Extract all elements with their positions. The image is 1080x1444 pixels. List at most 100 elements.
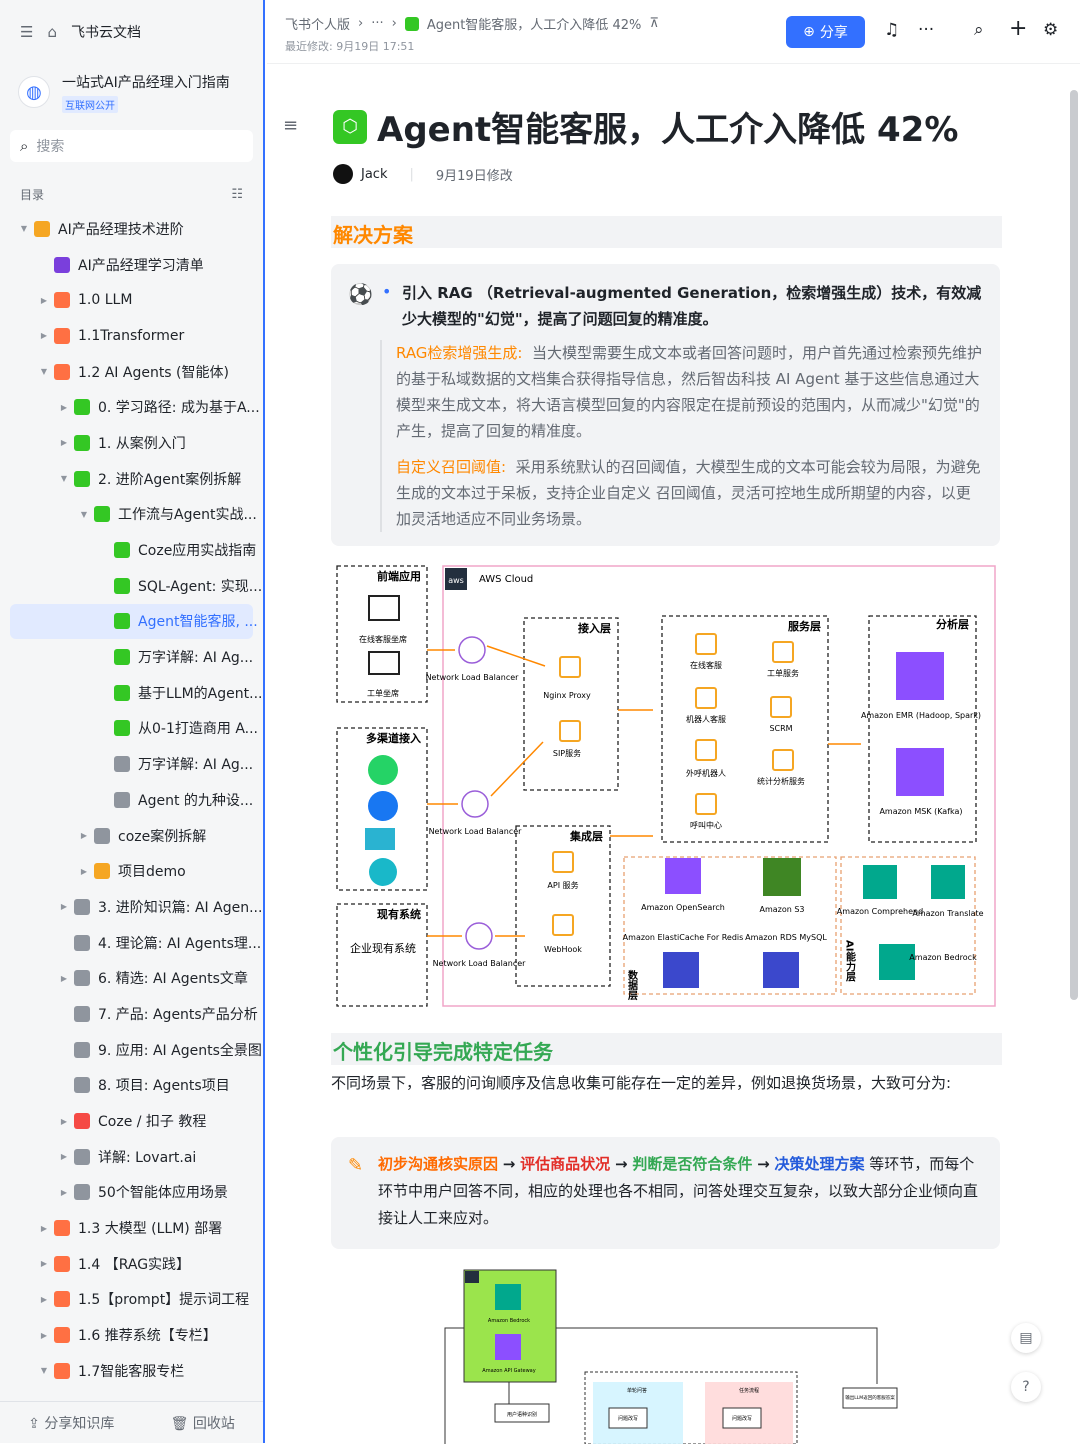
tree-item[interactable]: Agent 的九种设... <box>0 782 263 818</box>
tree-item[interactable]: 万字详解: AI Ag... <box>0 746 263 782</box>
settings-icon[interactable]: ⚙ <box>1043 20 1059 40</box>
doc-cube-icon: ⬡ <box>333 109 367 144</box>
trash-button[interactable]: 🗑 回收站 <box>171 1413 235 1433</box>
chevron-right-icon[interactable]: ▶ <box>60 438 68 448</box>
tree-item-label: AI产品经理学习清单 <box>78 257 204 274</box>
chevron-right-icon[interactable]: ▶ <box>40 331 48 341</box>
tree-item-label: 工作流与Agent实战... <box>118 507 257 524</box>
tree-item[interactable]: ▶coze案例拆解 <box>0 818 263 854</box>
tree-item[interactable]: ▶1.3 大模型 (LLM) 部署 <box>0 1210 263 1246</box>
tree-item[interactable]: ▶ 6. 精选: AI Agents文章 <box>0 960 263 996</box>
toc-options-icon[interactable]: ☷ <box>231 186 243 202</box>
single-qa-label: 单轮问答 <box>627 1387 647 1394</box>
bell-icon[interactable]: ♫ <box>884 20 900 40</box>
avatar[interactable] <box>333 164 353 184</box>
breadcrumb-more[interactable]: ··· <box>371 16 384 31</box>
chevron-right-icon[interactable]: ▶ <box>60 402 68 412</box>
tree-item[interactable]: 7. 产品: Agents产品分析 <box>0 996 263 1032</box>
share-knowledge-base-label: 分享知识库 <box>44 1415 115 1432</box>
doc-icon <box>114 577 130 594</box>
comprehend-label: Amazon Comprehend <box>837 907 923 916</box>
tree-item[interactable]: SQL-Agent: 实现... <box>0 568 263 604</box>
ticket-seat-label: 工单坐席 <box>367 688 399 698</box>
document: ≡ ⬡ Agent智能客服，人工介入降低 42% Jack | 9月19日修改 … <box>267 64 1067 1444</box>
tree-item[interactable]: ▶1.4 【RAG实践】 <box>0 1246 263 1282</box>
tree-item[interactable]: 8. 项目: Agents项目 <box>0 1068 263 1104</box>
tree-item[interactable]: ▶1.5【prompt】提示词工程 <box>0 1282 263 1318</box>
chevron-right-icon[interactable]: ▶ <box>80 831 88 841</box>
tree-item[interactable]: 9. 应用: AI Agents全景图 <box>0 1032 263 1068</box>
app-name[interactable]: 飞书云文档 <box>70 25 141 41</box>
tree-item[interactable]: ▼1.7智能客服专栏 <box>0 1353 263 1389</box>
author-name[interactable]: Jack <box>361 166 388 182</box>
tree-item[interactable]: ▶3. 进阶知识篇: AI Agen... <box>0 889 263 925</box>
tree-item-label: 6. 精选: AI Agents文章 <box>98 971 248 988</box>
home-icon[interactable]: ⌂ <box>47 23 57 41</box>
tree-item[interactable]: 4. 理论篇: AI Agents理... <box>0 925 263 961</box>
tree-item[interactable]: ▶1.1Transformer <box>0 318 263 354</box>
tree-item-label: 7. 产品: Agents产品分析 <box>98 1006 258 1023</box>
search-input[interactable]: ⌕ 搜索 <box>10 130 253 162</box>
rds-icon <box>763 952 799 988</box>
doc-icon <box>74 399 90 416</box>
tree-item[interactable]: 基于LLM的Agent... <box>0 675 263 711</box>
translate-label: Amazon Translate <box>912 909 983 918</box>
outline-icon[interactable]: ≡ <box>283 115 299 136</box>
share-button[interactable]: ⊕ 分享 <box>786 16 865 48</box>
doc-info-icon[interactable]: ▤ <box>1011 1323 1041 1353</box>
share-knowledge-base-button[interactable]: ⇪ 分享知识库 <box>28 1413 114 1433</box>
doc-icon <box>54 1291 70 1308</box>
workflow-diagram[interactable]: Amazon Bedrock Amazon API Gateway 用户语种识别… <box>437 1264 907 1444</box>
scrollbar[interactable] <box>1067 64 1080 1443</box>
collapse-sidebar-icon[interactable]: ☰ <box>20 23 34 41</box>
chevron-right-icon[interactable]: ▶ <box>60 1187 68 1197</box>
scrollbar-thumb[interactable] <box>1070 90 1078 1000</box>
tree-item[interactable]: ▶0. 学习路径: 成为基于A... <box>0 389 263 425</box>
tree-item[interactable]: Coze应用实战指南 <box>0 532 263 568</box>
tree-item[interactable]: ▼AI产品经理技术进阶 <box>0 211 263 247</box>
chevron-right-icon[interactable]: ▶ <box>60 902 68 912</box>
flow-rest: 等环节，而每个环节中用户回答不同，相应的处理也各不相同，问答处理交互复杂，以致大… <box>378 1155 979 1227</box>
chevron-down-icon[interactable]: ▼ <box>20 224 28 234</box>
knowledge-base-header[interactable]: ◍ 一站式AI产品经理入门指南 互联网公开 <box>0 64 263 120</box>
breadcrumb-current[interactable]: Agent智能客服，人工介入降低 42% <box>426 18 642 33</box>
tree-item[interactable]: ▶1. 从案例入门 <box>0 425 263 461</box>
tree-item[interactable]: ▶50个智能体应用场景 <box>0 1175 263 1211</box>
tree-item[interactable]: ▼2. 进阶Agent案例拆解 <box>0 461 263 497</box>
tree-item[interactable]: Agent智能客服, ... <box>10 603 258 640</box>
tree-item[interactable]: ▶详解: Lovart.ai <box>0 1139 263 1175</box>
tree-item-label: 1.0 LLM <box>78 292 133 309</box>
tree-item[interactable]: ▼ 工作流与Agent实战... <box>0 497 263 533</box>
chevron-right-icon[interactable]: ▶ <box>40 1330 48 1340</box>
chevron-right-icon[interactable]: ▶ <box>60 1152 68 1162</box>
chevron-right-icon[interactable]: ▶ <box>60 1116 68 1126</box>
flow-text: 初步沟通核实原因 → 评估商品状况 → 判断是否符合条件 → 决策处理方案 等环… <box>378 1151 983 1232</box>
tree-item[interactable]: 从0-1打造商用 A... <box>0 711 263 747</box>
tree-item[interactable]: AI产品经理学习清单 <box>0 247 263 283</box>
tree-item[interactable]: ▶ 1.0 LLM <box>0 282 263 318</box>
chevron-right-icon[interactable]: ▶ <box>40 1259 48 1269</box>
share-icon: ⇪ <box>28 1415 40 1432</box>
chevron-right-icon[interactable]: ▶ <box>60 973 68 983</box>
chevron-down-icon[interactable]: ▼ <box>40 1366 48 1376</box>
tree-item[interactable]: ▶项目demo <box>0 853 263 889</box>
architecture-diagram[interactable]: aws AWS Cloud 前端应用 在线客服坐席 工单坐席 多渠道接入 现有系… <box>331 560 1001 1012</box>
chevron-down-icon[interactable]: ▼ <box>40 367 48 377</box>
add-icon[interactable]: + <box>1009 16 1028 41</box>
pin-icon[interactable]: ⊼ <box>649 16 659 31</box>
help-icon[interactable]: ? <box>1011 1372 1041 1402</box>
chevron-right-icon[interactable]: ▶ <box>40 295 48 305</box>
tree-item[interactable]: ▶Coze / 扣子 教程 <box>0 1103 263 1139</box>
chevron-down-icon[interactable]: ▼ <box>60 474 68 484</box>
search-icon[interactable]: ⌕ <box>974 20 984 40</box>
breadcrumb-root[interactable]: 飞书个人版 <box>285 18 351 33</box>
chevron-down-icon[interactable]: ▼ <box>80 509 88 519</box>
tree-item[interactable]: ▶1.6 推荐系统【专栏】 <box>0 1317 263 1353</box>
more-icon[interactable]: ··· <box>918 20 935 40</box>
tree-item[interactable]: 万字详解: AI Ag... <box>0 639 263 675</box>
chevron-right-icon[interactable]: ▶ <box>40 1223 48 1233</box>
chevron-right-icon[interactable]: ▶ <box>40 1294 48 1304</box>
tree-item[interactable]: ▼1.2 AI Agents (智能体) <box>0 354 263 390</box>
chevron-right-icon[interactable]: ▶ <box>80 866 88 876</box>
phone-icon <box>369 858 397 886</box>
